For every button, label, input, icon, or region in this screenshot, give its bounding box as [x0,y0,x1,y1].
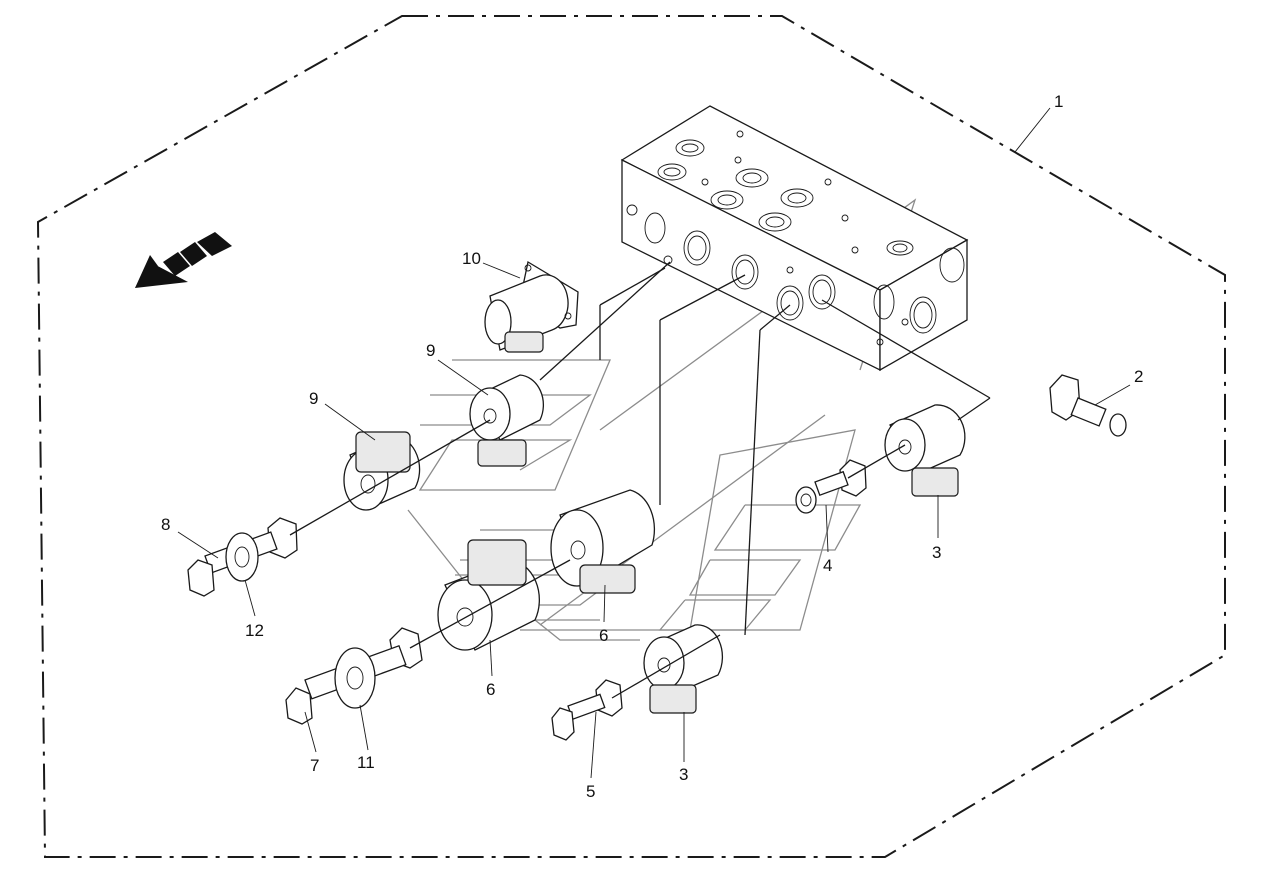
part-11-washer [334,647,376,709]
label-part-2: 2 [1134,367,1143,386]
label-part-6-lower: 6 [486,680,495,699]
label-part-9-upper: 9 [426,341,435,360]
part-9-coil-upper [469,374,544,467]
leader-lines [177,107,1131,779]
assembly-guides [407,198,917,641]
label-part-5: 5 [586,782,595,801]
label-part-11: 11 [357,753,375,772]
assembly-axes [289,261,991,699]
label-part-7: 7 [310,756,319,775]
label-part-6-upper: 6 [599,626,608,645]
label-part-10: 10 [462,249,481,268]
part-3-coil-right [884,404,966,497]
kit-boundary [36,15,1226,858]
label-part-4: 4 [823,556,832,575]
valve-body [620,105,969,372]
part-6-coil-upper [550,489,656,594]
part-9-coil-lower [343,431,421,511]
part-5-nut [551,679,623,741]
label-part-1: 1 [1054,92,1063,111]
label-part-12: 12 [245,621,264,640]
part-10-solenoid [484,260,579,353]
part-labels: 1 2 3 4 5 3 6 6 7 11 12 8 9 9 10 [161,92,1143,801]
part-3-coil-lower [643,624,724,714]
label-part-3-lower: 3 [679,765,688,784]
part-6-coil-lower [437,539,540,651]
part-4-nut [795,459,867,514]
label-part-3-right: 3 [932,543,941,562]
part-12-washer [225,532,259,582]
part-2-fitting [1049,374,1127,437]
direction-arrow-icon [135,232,232,288]
label-part-8: 8 [161,515,170,534]
label-part-9-lower: 9 [309,389,318,408]
